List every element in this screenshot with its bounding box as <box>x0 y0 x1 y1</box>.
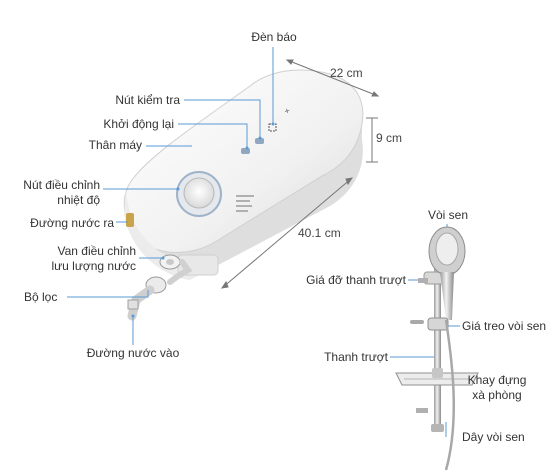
test-button[interactable] <box>255 138 264 144</box>
water-outlet-fitting <box>126 213 134 227</box>
label-test-button: Nút kiểm tra <box>115 93 180 107</box>
label-water-outlet: Đường nước ra <box>30 216 114 230</box>
label-reset-button: Khởi động lại <box>103 117 174 131</box>
label-flow-valve-line1: Van điều chỉnh <box>57 244 136 258</box>
dimension-lines <box>220 59 380 289</box>
dimension-width: 22 cm <box>330 66 363 80</box>
label-temp-knob-line2: nhiệt độ <box>57 193 100 207</box>
temperature-knob[interactable] <box>176 171 222 217</box>
label-body: Thân máy <box>88 138 142 152</box>
electrolux-logo-icon: ✕ <box>284 108 292 115</box>
shower-hose <box>444 319 456 471</box>
shower-holder <box>410 317 449 331</box>
reset-button[interactable] <box>241 148 250 154</box>
label-soap-tray: Khay đựng xà phòng <box>464 373 530 403</box>
label-rail-bracket: Giá đỡ thanh trượt <box>306 273 406 287</box>
hand-shower <box>428 226 466 320</box>
label-flow-valve-line2: lưu lượng nước <box>51 259 136 273</box>
svg-text:✕: ✕ <box>284 108 292 115</box>
label-soap-tray-line1: Khay đựng <box>467 373 527 387</box>
label-flow-valve: Van điều chỉnh lưu lượng nước <box>30 244 136 274</box>
label-water-inlet: Đường nước vào <box>86 346 180 360</box>
inlet-pipe <box>127 259 193 321</box>
dimension-length: 40.1 cm <box>298 226 341 240</box>
leader-dots <box>131 122 275 318</box>
label-soap-tray-line2: xà phòng <box>472 388 522 402</box>
label-temp-knob: Nút điều chỉnh nhiệt độ <box>14 178 100 208</box>
shower-set <box>395 226 479 471</box>
soap-tray <box>395 368 479 386</box>
label-hand-shower: Vòi sen <box>427 208 469 222</box>
label-slide-rail: Thanh trượt <box>324 350 388 364</box>
label-shower-holder: Giá treo vòi sen <box>462 319 547 333</box>
panel-markings <box>236 195 254 212</box>
slide-rail <box>434 258 441 426</box>
label-shower-hose: Dây vòi sen <box>462 430 525 444</box>
water-heater: ✕ <box>123 69 364 321</box>
label-temp-knob-line1: Nút điều chỉnh <box>23 178 100 192</box>
label-filter: Bộ lọc <box>24 290 58 304</box>
dimension-depth: 9 cm <box>376 131 403 145</box>
label-indicator-light: Đèn báo <box>251 30 297 44</box>
